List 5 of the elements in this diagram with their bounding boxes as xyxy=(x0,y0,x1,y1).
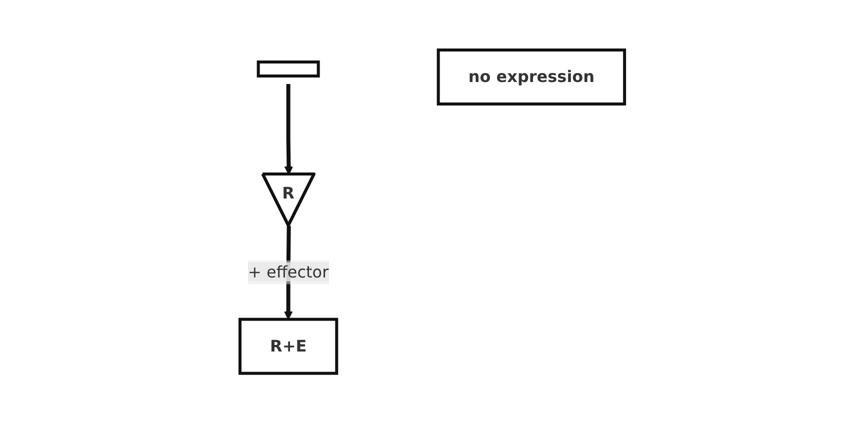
arrow xyxy=(284,84,294,176)
node-bar xyxy=(257,60,320,78)
node-box: R+E xyxy=(238,318,338,376)
node-box: no expression xyxy=(437,48,626,106)
edge-label: + effector xyxy=(248,262,329,282)
